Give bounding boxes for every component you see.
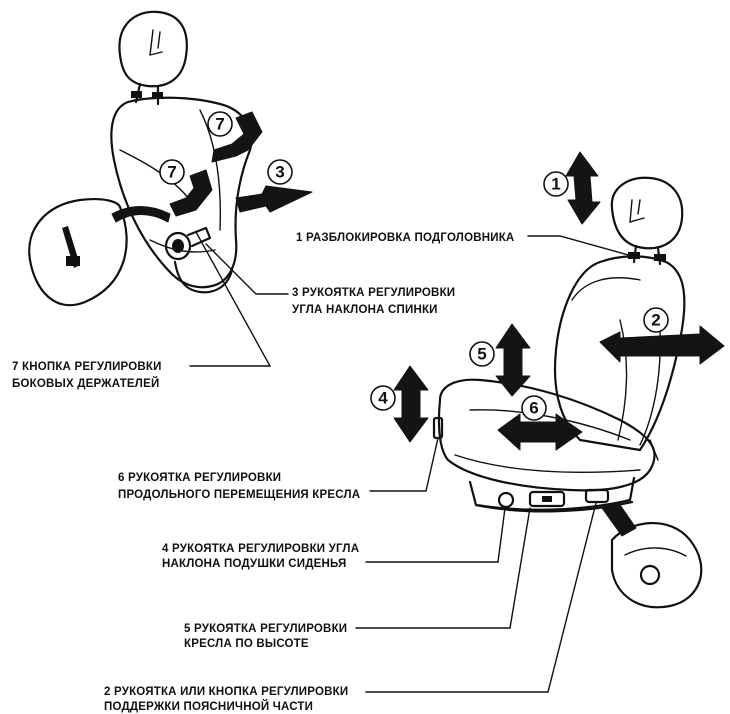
marker-3: 3	[275, 163, 284, 182]
callout-labels: 1 РАЗБЛОКИРОВКА ПОДГОЛОВНИКА 3 РУКОЯТКА …	[12, 232, 514, 713]
marker-6: 6	[529, 399, 538, 418]
callout-3-label-line2: УГЛА НАКЛОНА СПИНКИ	[292, 304, 438, 316]
callout-6-label-line2: ПРОДОЛЬНОГО ПЕРЕМЕЩЕНИЯ КРЕСЛА	[118, 489, 360, 501]
callout-5-label-line1: 5 РУКОЯТКА РЕГУЛИРОВКИ	[184, 623, 347, 635]
left-headrest	[118, 10, 188, 88]
right-seat-cushion	[437, 378, 656, 492]
marker-1: 1	[551, 175, 560, 194]
callout-2-label-line2: ПОДДЕРЖКИ ПОЯСНИЧНОЙ ЧАСТИ	[104, 700, 313, 713]
marker-7-lower: 7	[167, 163, 176, 182]
backrest-angle-knob	[164, 231, 192, 261]
callout-5-label-line2: КРЕСЛА ПО ВЫСОТЕ	[184, 638, 309, 650]
callout-3-label-line1: 3 РУКОЯТКА РЕГУЛИРОВКИ	[292, 287, 455, 299]
adjustment-arrows	[169, 111, 725, 451]
arrow-4	[393, 365, 429, 443]
lumbar-handle	[584, 488, 610, 504]
arrow-6	[497, 413, 583, 451]
marker-2: 2	[651, 311, 660, 330]
number-markers: 7 7 3 1 2 5 4 6	[159, 111, 669, 421]
arrow-3	[235, 185, 313, 213]
right-zoom-inset	[601, 501, 703, 609]
callout-4-label-line2: НАКЛОНА ПОДУШКИ СИДЕНЬЯ	[162, 558, 346, 570]
callout-6-label-line1: 6 РУКОЯТКА РЕГУЛИРОВКИ	[118, 472, 281, 484]
arrow-5	[495, 323, 531, 397]
marker-4: 4	[378, 389, 388, 408]
right-seat-illustration	[432, 176, 686, 513]
right-backrest	[553, 255, 686, 452]
height-handle	[528, 490, 566, 508]
left-zoom-inset	[28, 198, 171, 307]
callout-2-label-line1: 2 РУКОЯТКА ИЛИ КНОПКА РЕГУЛИРОВКИ	[104, 686, 348, 698]
arrow-2	[599, 325, 725, 365]
cushion-angle-handle	[497, 491, 515, 509]
arrow-7-upper	[211, 111, 263, 163]
callout-7-label-line1: 7 КНОПКА РЕГУЛИРОВКИ	[12, 361, 162, 373]
marker-7-upper: 7	[215, 115, 224, 134]
right-headrest	[610, 176, 684, 250]
arrow-1	[565, 151, 601, 225]
callout-7-label-line2: БОКОВЫХ ДЕРЖАТЕЛЕЙ	[12, 377, 159, 390]
leader-lines	[189, 231, 633, 693]
arrow-7-lower	[169, 169, 213, 217]
marker-5: 5	[477, 345, 486, 364]
callout-4-label-line1: 4 РУКОЯТКА РЕГУЛИРОВКИ УГЛА	[162, 543, 359, 555]
callout-1-label: 1 РАЗБЛОКИРОВКА ПОДГОЛОВНИКА	[296, 232, 514, 244]
